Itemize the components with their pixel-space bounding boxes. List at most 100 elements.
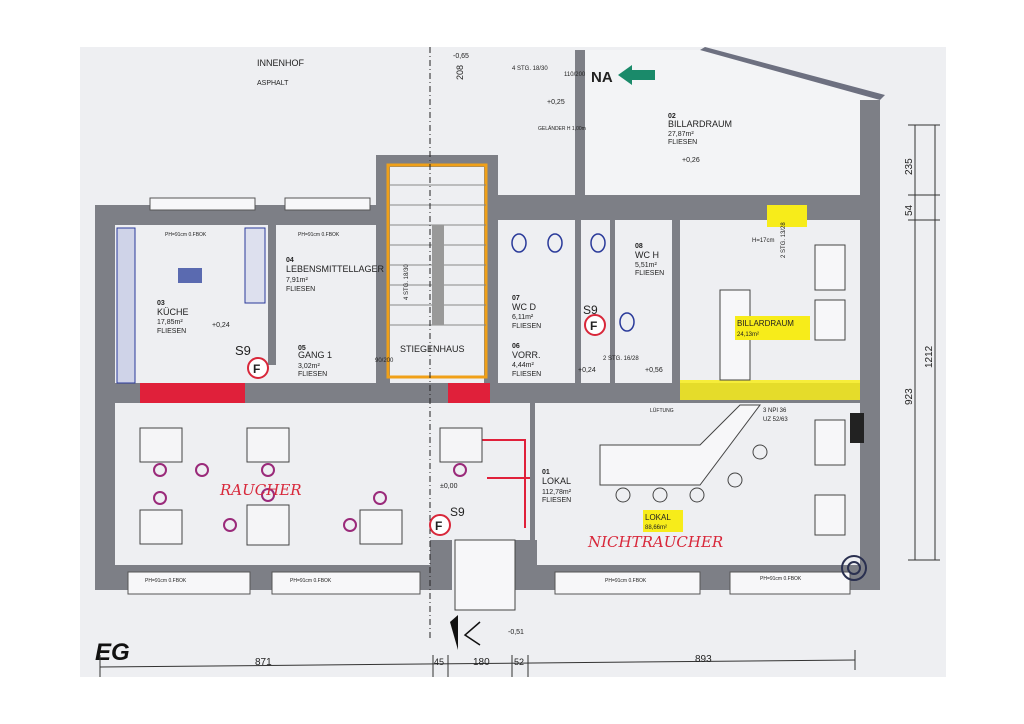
svg-text:FLIESEN: FLIESEN [512,323,541,330]
fire-extinguisher-markers [247,314,606,536]
svg-text:17,85m²: 17,85m² [157,319,183,326]
dimension-right: 235 [904,158,915,175]
stair-core [432,225,444,325]
highlight-area: 88,66m² [645,525,667,531]
stairwell-label: STIEGENHAUS [400,344,465,354]
fire-marker: F [253,362,260,376]
dimension-lines [99,124,940,677]
railing-note: GELÄNDER H 1,00m [538,125,586,132]
room-03: 03 KÜCHE 17,85m² FLIESEN [157,300,189,335]
tables [139,427,483,546]
room-05: 05 GANG 1 3,02m² FLIESEN [298,345,332,378]
window-note: PH=91cm 0.FBOK [298,232,340,238]
window-note: PH=91cm 0.FBOK [605,578,647,584]
floor-label: EG [95,639,130,666]
dimension-bottom: 45 [434,657,444,667]
window-note: PH=91cm 0.FBOK [165,232,207,238]
door-size: 110/200 [564,72,586,78]
kitchen-counter [116,227,136,384]
handwritten-non-smokers: NICHTRAUCHER [587,533,723,551]
stove [178,268,202,283]
section-arrow-icon [450,615,458,650]
section-label: S9 [235,343,251,358]
height-note: H=17cm [752,238,775,244]
entrance-marker: NA [591,69,613,86]
svg-text:GANG 1: GANG 1 [298,350,332,360]
svg-text:04: 04 [286,257,294,264]
svg-text:3,02m²: 3,02m² [298,363,320,370]
dimension-bottom: 52 [514,657,524,667]
chairs [153,463,467,532]
stairwell-outline [386,163,488,379]
level-marker: -0,51 [508,629,524,636]
room-06: 06 VORR. 4,44m² FLIESEN [512,343,541,378]
courtyard-name: INNENHOF [257,58,305,68]
outdoor-steps: 4 STG. 18/30 [512,66,548,72]
yellow-opening [767,205,807,227]
svg-text:FLIESEN: FLIESEN [157,328,186,335]
wc-steps: 2 STG. 16/28 [603,356,639,362]
svg-text:LEBENSMITTELLAGER: LEBENSMITTELLAGER [286,264,385,274]
section-label: S9 [450,505,465,519]
angled-wall [700,47,885,100]
svg-text:08: 08 [635,243,643,250]
svg-text:27,87m²: 27,87m² [668,131,694,138]
billard-steps: 2 STG. 13/28 [781,222,787,258]
svg-text:WC H: WC H [635,250,659,260]
level-marker: +0,24 [578,367,596,374]
room-04: 04 LEBENSMITTELLAGER 7,91m² FLIESEN [286,257,385,293]
billard-room-02-area [580,50,880,195]
level-marker: +0,26 [682,157,700,164]
fire-marker: F [590,319,597,333]
fire-marker: F [435,519,442,533]
svg-text:FLIESEN: FLIESEN [512,371,541,378]
dimension-bottom: 871 [255,657,272,668]
stair-steps: 4 STG. 18/30 [404,264,410,300]
window-note: PH=91cm 0.FBOK [290,578,332,584]
toilets [511,233,635,332]
section-chevron-icon [463,621,481,646]
windows [127,197,851,595]
red-wall-center [448,383,490,403]
highlight-name: BILLARDRAUM [737,319,794,328]
svg-text:6,11m²: 6,11m² [512,314,534,321]
handwritten-smokers: RAUCHER [219,481,302,499]
window-note: PH=91cm 0.FBOK [760,576,802,582]
svg-text:FLIESEN: FLIESEN [298,371,327,378]
red-wall-left [140,383,245,403]
highlight-area: 24,13m² [737,332,759,338]
kitchen-sink-unit [244,227,266,304]
level-marker: +0,25 [547,99,565,106]
highlight-lokal [643,510,683,532]
svg-text:WC D: WC D [512,302,536,312]
column-symbol [841,555,867,581]
uz-note: UZ 52/63 [763,417,788,423]
svg-text:5,51m²: 5,51m² [635,262,657,269]
entrance-door [454,539,516,611]
room-02: 02 BILLARDRAUM 27,87m² FLIESEN [668,113,732,146]
svg-text:VORR.: VORR. [512,350,541,360]
door-size: 90/200 [375,358,394,364]
highlight-name: LOKAL [645,513,671,522]
entrance-arrow-icon [618,65,655,85]
svg-text:05: 05 [298,345,306,352]
room-08: 08 WC H 5,51m² FLIESEN [635,243,664,277]
dimension-right: 54 [904,204,915,216]
bar-stools [615,444,768,503]
column-pillar [850,413,864,443]
svg-text:06: 06 [512,343,520,350]
svg-text:FLIESEN: FLIESEN [635,270,664,277]
column-symbol-inner [847,561,861,575]
level-marker: ±0,00 [440,483,458,490]
svg-text:03: 03 [157,300,165,307]
level-marker: +0,24 [212,322,230,329]
dimension-bottom: 180 [473,657,490,668]
svg-text:FLIESEN: FLIESEN [286,286,315,293]
svg-text:02: 02 [668,113,676,120]
section-label: S9 [583,303,598,317]
dimension-right: 1212 [924,345,935,368]
bar-counter [599,404,761,486]
svg-text:FLIESEN: FLIESEN [542,497,571,504]
courtyard-surface: ASPHALT [257,80,289,87]
